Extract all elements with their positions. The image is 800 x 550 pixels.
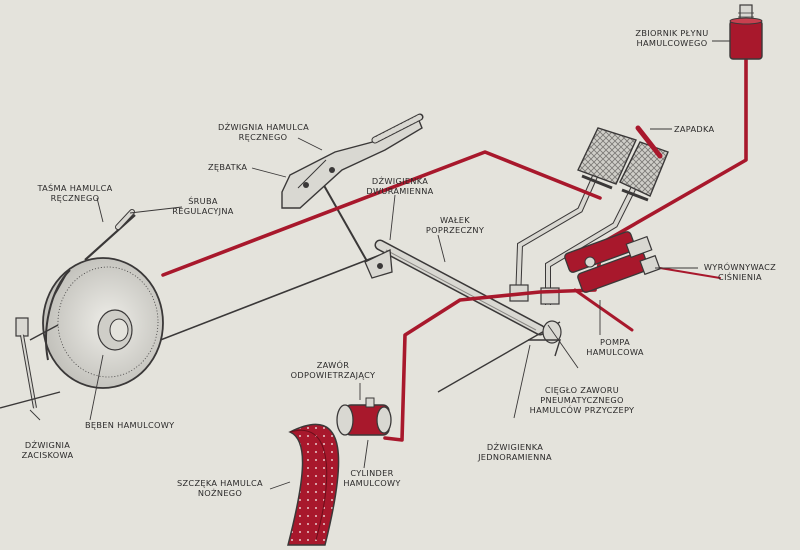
wheel-cylinder: [336, 397, 392, 436]
label-clamp-lever: DŹWIGNIA ZACISKOWA: [15, 440, 80, 460]
label-line: RĘCZNEGO: [50, 193, 100, 203]
label-cross-shaft: WAŁEK POPRZECZNY: [420, 215, 490, 235]
label-line: REGULACYJNA: [172, 206, 234, 216]
single-arm-lever: [437, 320, 562, 393]
brake-drum: [42, 257, 164, 389]
clamp-lever: [0, 317, 61, 409]
label-line: RĘCZNEGO: [238, 132, 288, 142]
label-line: POMPA: [600, 337, 630, 347]
label-handbrake-band: TAŚMA HAMULCA RĘCZNEGO: [30, 183, 120, 203]
label-line: ZĘBATKA: [208, 162, 248, 172]
label-reservoir: ZBIORNIK PŁYNU HAMULCOWEGO: [632, 28, 712, 48]
label-line: ZAWÓR: [316, 360, 350, 370]
fluid-reservoir: [729, 4, 763, 60]
label-pressure-equalizer: WYRÓWNYWACZ CIŚNIENIA: [700, 262, 780, 282]
label-line: WAŁEK: [440, 215, 470, 225]
label-line: DŹWIGNIA HAMULCA: [218, 122, 310, 132]
label-rack: ZĘBATKA: [208, 162, 247, 172]
label-line: CIŚNIENIA: [718, 272, 762, 282]
label-line: HAMULCOWY: [343, 478, 401, 488]
label-line: HAMULCÓW PRZYCZEPY: [529, 405, 635, 415]
label-line: DŹWIGIENKA: [486, 442, 544, 452]
label-master-cylinder: POMPA HAMULCOWA: [580, 337, 650, 357]
label-single-arm-lever: DŹWIGIENKA JEDNORAMIENNA: [470, 442, 560, 462]
label-foot-brake-shoe: SZCZĘKA HAMULCA NOŻNEGO: [165, 478, 275, 498]
label-line: PNEUMATYCZNEGO: [540, 395, 624, 405]
brake-shoe: [287, 423, 340, 546]
handbrake-band: [45, 209, 136, 361]
label-line: ZBIORNIK PŁYNU: [635, 28, 709, 38]
label-line: HAMULCOWA: [586, 347, 644, 357]
label-line: POPRZECZNY: [425, 225, 485, 235]
label-line: WYRÓWNYWACZ: [703, 262, 777, 272]
double-arm-lever: [364, 249, 393, 279]
cross-shaft: [374, 239, 546, 336]
hydraulic-lines: [161, 58, 748, 442]
brake-pedals: [577, 127, 669, 202]
label-handbrake-lever: DŹWIGNIA HAMULCA RĘCZNEGO: [218, 122, 310, 142]
label-line: ZAPADKA: [674, 124, 715, 134]
label-line: ZACISKOWA: [21, 450, 74, 460]
label-line: ŚRUBA: [188, 196, 218, 206]
label-line: ODPOWIETRZAJĄCY: [290, 370, 376, 380]
label-double-arm-lever: DŹWIGIENKA DWURAMIENNA: [365, 176, 435, 196]
handbrake-lever: [281, 113, 424, 209]
label-line: HAMULCOWEGO: [636, 38, 708, 48]
label-pawl: ZAPADKA: [674, 124, 714, 134]
leader-lines: [29, 40, 730, 490]
label-line: SZCZĘKA HAMULCA: [177, 478, 263, 488]
label-line: NOŻNEGO: [197, 488, 243, 498]
pawl: [635, 125, 663, 159]
label-line: CIĘGŁO ZAWORU: [544, 385, 620, 395]
label-line: TAŚMA HAMULCA: [37, 183, 113, 193]
label-line: DŹWIGIENKA: [371, 176, 429, 186]
label-bleed-valve: ZAWÓR ODPOWIETRZAJĄCY: [278, 360, 388, 380]
label-line: DŹWIGNIA: [24, 440, 71, 450]
label-trailer-valve-rod: CIĘGŁO ZAWORU PNEUMATYCZNEGO HAMULCÓW PR…: [522, 385, 642, 415]
label-line: JEDNORAMIENNA: [478, 452, 552, 462]
master-cylinder: [564, 231, 661, 293]
label-brake-drum: BĘBEN HAMULCOWY: [85, 420, 174, 430]
label-line: CYLINDER: [350, 468, 394, 478]
label-adjusting-screw: ŚRUBA REGULACYJNA: [168, 196, 238, 216]
label-line: BĘBEN HAMULCOWY: [85, 420, 175, 430]
label-line: DWURAMIENNA: [366, 186, 434, 196]
label-wheel-cylinder: CYLINDER HAMULCOWY: [337, 468, 407, 488]
